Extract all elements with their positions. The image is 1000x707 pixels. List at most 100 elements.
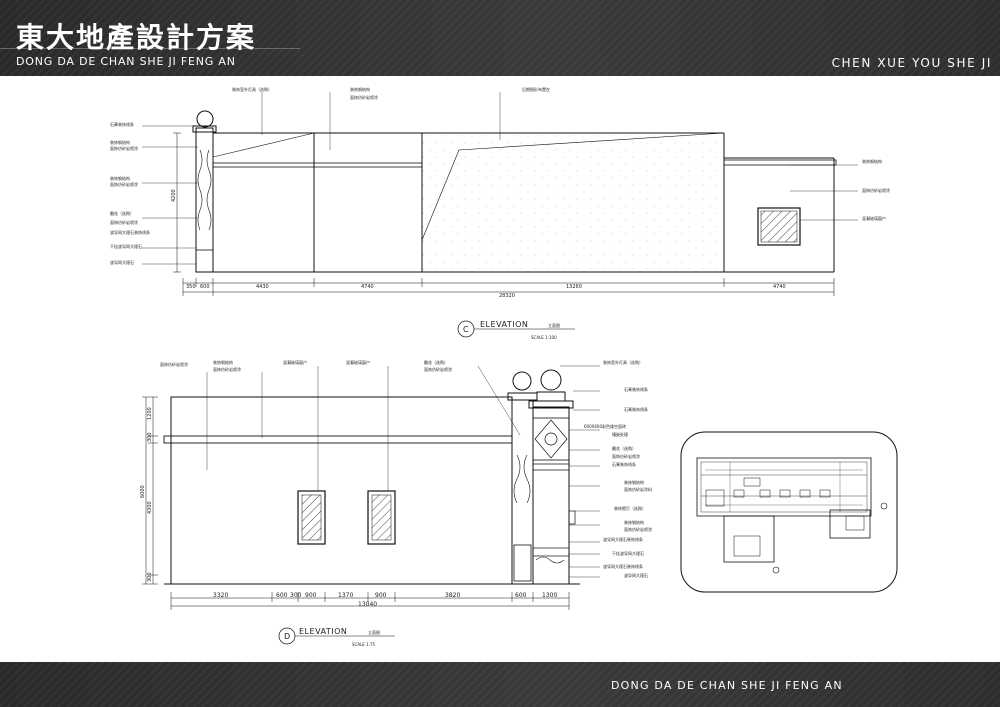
note-paint: 面饰仿砂岩喷涂 — [160, 361, 188, 367]
note-steel: 装饰钢结构 — [862, 158, 882, 164]
wall-lamp — [568, 510, 576, 525]
note-base: 波导网大理石 — [110, 259, 134, 265]
note-paint: 面饰仿砂岩喷涂 — [612, 453, 640, 459]
elevation-c-scale: SCALE 1:100 — [531, 335, 557, 340]
note-carve: 雕花（选购） — [424, 359, 448, 365]
dim-d-v1: 300 — [147, 432, 153, 442]
note-steel: 装饰钢结构 — [624, 519, 644, 525]
dim-d-v3: 300 — [147, 572, 153, 582]
dim-d-8: 1300 — [542, 592, 557, 599]
cornice-d — [163, 435, 513, 444]
dim-c-total: 28320 — [499, 293, 515, 299]
lamp-c — [196, 110, 214, 128]
note-steel: 装饰钢结构 — [213, 359, 233, 365]
note-carve: 雕花（选购） — [110, 210, 134, 216]
dim-d-total: 13040 — [358, 601, 377, 608]
note-paint: 面饰仿砂岩涂料 — [624, 486, 652, 492]
note-lamp: 装饰室外灯具（选购） — [232, 86, 272, 92]
dim-d-5: 900 — [375, 592, 387, 599]
note-marble-line: 波导网大理石装饰线条 — [603, 563, 643, 569]
note-steel: 装饰钢结构 — [110, 139, 130, 145]
page-subtitle: DONG DA DE CHAN SHE JI FENG AN — [16, 55, 236, 68]
note-steel: 装饰钢结构 — [624, 479, 644, 485]
note-paint: 面饰仿砂岩喷涂 — [110, 219, 138, 225]
note-paint: 面饰仿砂岩喷涂 — [424, 366, 452, 372]
elevation-c-subtitle: 立面图 — [548, 322, 560, 328]
dim-d-1: 600 — [276, 592, 288, 599]
key-plan-frame — [680, 431, 898, 593]
dim-c-3: 4740 — [361, 284, 374, 290]
elevation-d-letter: D — [284, 632, 290, 641]
note-back-panel: 后期图形布置在 — [522, 86, 550, 92]
lamp-d-2 — [540, 369, 562, 391]
note-steel: 装饰钢结构 — [110, 175, 130, 181]
note-granite: 干挂波导网大理石 — [110, 243, 142, 249]
dim-d-3: 900 — [305, 592, 317, 599]
elevation-c-labels: 石膏装饰线条 装饰钢结构 面饰仿砂岩喷涂 装饰钢结构 面饰仿砂岩喷涂 雕花（选购… — [110, 86, 890, 340]
note-paint: 面饰仿砂岩喷涂 — [624, 526, 652, 532]
note-paint: 面饰仿砂岩喷涂 — [110, 145, 138, 151]
note-stone-line: 石膏装饰线条 — [624, 386, 648, 392]
elevation-d — [142, 365, 600, 645]
header-divider — [0, 48, 300, 49]
note-stone-line: 石膏装饰线条 — [612, 461, 636, 467]
dim-c-2: 4430 — [256, 284, 269, 290]
elevation-d-scale: SCALE 1:75 — [352, 642, 376, 647]
elevation-d-subtitle: 立面图 — [368, 629, 380, 635]
key-plan — [680, 431, 898, 593]
window-d-2 — [367, 490, 396, 545]
dim-c-1: 600 — [200, 284, 210, 290]
dim-d-7: 600 — [515, 592, 527, 599]
window-c — [757, 207, 801, 246]
dim-c-5: 4740 — [773, 284, 786, 290]
note-marble-line: 波导网大理石装饰线条 — [110, 229, 150, 235]
header-bar — [0, 0, 1000, 76]
dim-c-4: 13260 — [566, 284, 582, 290]
dim-c-height: 4200 — [171, 189, 177, 202]
note-carve: 雕花（选购） — [612, 445, 636, 451]
dim-d-v0: 1200 — [147, 407, 153, 420]
note-paint: 面饰仿砂岩喷涂 — [213, 366, 241, 372]
dim-c-0: 350 — [186, 284, 196, 290]
note-steel: 装饰钢结构 — [350, 86, 370, 92]
window-d-1 — [297, 490, 326, 545]
note-stone-line: 石膏装饰线条 — [624, 406, 648, 412]
elevation-c-letter: C — [463, 325, 469, 334]
elevation-d-label: ELEVATION — [299, 627, 347, 636]
note-base: 波导网大理石 — [624, 572, 648, 578]
note-granite: 干挂波导网大理石 — [612, 550, 644, 556]
dim-d-2: 300 — [290, 592, 302, 599]
note-window: 混凝玻璃窗户 — [862, 215, 886, 221]
note-tile: 镶嵌处理 — [612, 431, 628, 437]
note-paint: 面饰仿砂岩喷涂 — [862, 187, 890, 193]
elevation-c-label: ELEVATION — [480, 320, 528, 329]
brand-label: CHEN XUE YOU SHE JI — [831, 56, 992, 70]
note-lamp: 装饰室外灯具（选购） — [603, 359, 643, 365]
note-lamp: 装饰壁灯（选购） — [614, 505, 646, 511]
back-panel-fill — [422, 133, 724, 272]
elevation-d-labels: 面饰仿砂岩喷涂 装饰钢结构 面饰仿砂岩喷涂 混凝玻璃窗户 混凝玻璃窗户 雕花（选… — [140, 359, 652, 647]
note-paint: 面饰仿砂岩喷涂 — [110, 181, 138, 187]
note-tile: 600X600彩色镂空面砖 — [584, 423, 626, 429]
note-paint: 面饰仿砂岩喷涂 — [350, 94, 378, 100]
dim-d-4: 1370 — [338, 592, 353, 599]
tower-d — [532, 406, 570, 585]
dim-d-6: 3820 — [445, 592, 460, 599]
right-cornice — [723, 159, 837, 166]
lamp-d-1 — [512, 371, 532, 391]
lattice-panel — [532, 417, 570, 461]
wall-d — [170, 396, 513, 585]
dim-d-vtotal: 6000 — [140, 485, 146, 498]
footer-label: DONG DA DE CHAN SHE JI FENG AN — [611, 679, 843, 692]
footer-bar — [0, 662, 1000, 707]
note-marble-line: 波导网大理石装饰线条 — [603, 536, 643, 542]
note-window: 混凝玻璃窗户 — [283, 359, 307, 365]
dim-d-v2: 4300 — [147, 501, 153, 514]
note-stone-line: 石膏装饰线条 — [110, 121, 134, 127]
left-cornice — [212, 162, 423, 168]
elevation-c — [142, 92, 858, 338]
note-window: 混凝玻璃窗户 — [346, 359, 370, 365]
dim-d-0: 3320 — [213, 592, 228, 599]
page-title: 東大地產設計方案 — [16, 21, 257, 54]
